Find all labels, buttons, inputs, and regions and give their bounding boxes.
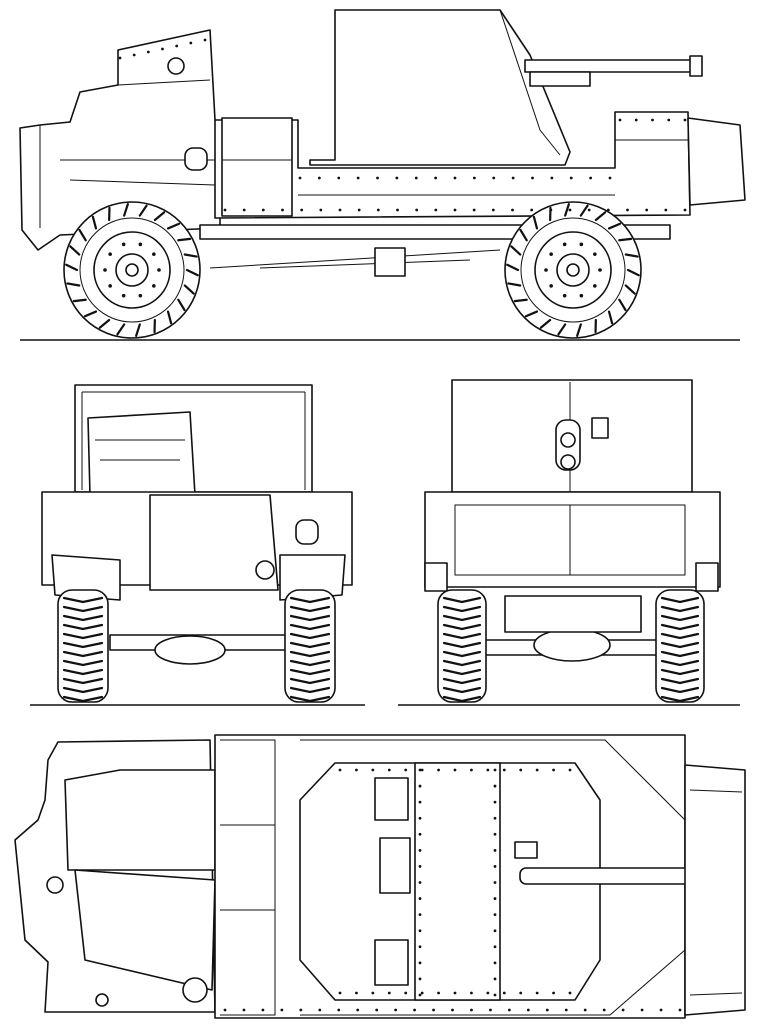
front-elevation-view: [30, 384, 365, 706]
front-right-fender: [279, 554, 346, 601]
side-headlamp: [184, 147, 208, 171]
rear-tire-treads: [442, 596, 700, 703]
side-elevation-view: [19, 9, 746, 341]
rear-elevation-view: [398, 379, 740, 706]
side-vision-port: [167, 57, 185, 75]
rear-differential: [533, 628, 611, 662]
rear-sight: [591, 417, 609, 439]
plan-cab-hatch-upper: [64, 769, 216, 871]
side-tire-treads: [65, 203, 640, 337]
side-rear-wheel: [504, 201, 642, 339]
front-headlamp: [295, 519, 319, 545]
rear-left-light: [424, 562, 448, 592]
side-rivets: [118, 38, 687, 212]
plan-breech: [379, 837, 411, 894]
front-tire-treads: [62, 596, 331, 703]
plan-cab-hatch-lower: [74, 869, 216, 991]
side-front-wheel: [63, 201, 201, 339]
side-transfer-box: [374, 247, 406, 277]
side-hull: [214, 111, 691, 219]
front-cab-armor: [87, 411, 196, 496]
side-cab-armor: [19, 29, 221, 251]
plan-left-seat: [374, 777, 409, 821]
rear-right-light: [695, 562, 719, 592]
rear-hull: [424, 491, 721, 588]
plan-rivets: [223, 768, 682, 1012]
plan-gun-mount: [414, 762, 501, 1001]
side-rear-locker: [687, 117, 746, 206]
plan-rear-locker: [684, 764, 746, 1016]
front-left-fender: [51, 554, 121, 601]
side-crew-door: [221, 117, 293, 217]
front-radiator-armor: [149, 494, 279, 591]
plan-view: [14, 734, 746, 1019]
front-light: [255, 560, 275, 580]
plan-headlamp: [182, 977, 208, 1003]
front-differential: [154, 635, 226, 665]
side-gun-barrel: [524, 59, 696, 73]
side-gun-shield: [309, 9, 571, 166]
side-recoil-cylinder: [529, 71, 591, 87]
plan-gun-sight: [514, 841, 538, 859]
plan-right-seat: [374, 939, 409, 986]
side-muzzle: [689, 55, 703, 77]
rear-gun-shield: [451, 379, 693, 493]
rear-frame: [504, 595, 642, 633]
